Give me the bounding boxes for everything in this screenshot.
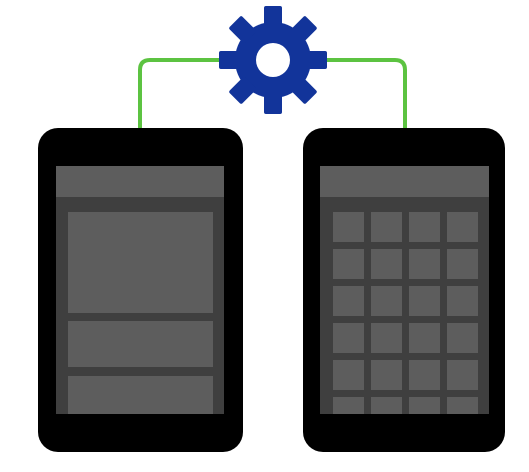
grid-tile bbox=[371, 212, 402, 242]
gear-tooth bbox=[290, 16, 317, 43]
device-left-header-bar bbox=[56, 166, 224, 197]
grid-tile bbox=[447, 286, 478, 316]
grid-tile bbox=[371, 286, 402, 316]
device-right-tile-grid bbox=[333, 212, 478, 414]
device-left-content-block bbox=[68, 376, 213, 414]
grid-tile bbox=[409, 286, 440, 316]
gear-tooth bbox=[229, 16, 256, 43]
grid-tile bbox=[409, 212, 440, 242]
grid-tile bbox=[447, 360, 478, 390]
gear-icon bbox=[219, 6, 327, 114]
grid-tile bbox=[333, 397, 364, 414]
grid-tile bbox=[371, 249, 402, 279]
gear-tooth bbox=[264, 92, 282, 114]
grid-tile bbox=[447, 397, 478, 414]
gear-tooth bbox=[264, 6, 282, 28]
connector-line-right bbox=[314, 58, 407, 132]
grid-tile bbox=[371, 323, 402, 353]
device-right-header-bar bbox=[320, 166, 489, 197]
grid-tile bbox=[333, 212, 364, 242]
grid-tile bbox=[333, 323, 364, 353]
grid-tile bbox=[333, 360, 364, 390]
grid-tile bbox=[447, 212, 478, 242]
connector-line-left bbox=[138, 58, 234, 132]
gear-tooth bbox=[290, 77, 317, 104]
grid-tile bbox=[333, 286, 364, 316]
grid-tile bbox=[447, 323, 478, 353]
grid-tile bbox=[371, 397, 402, 414]
grid-tile bbox=[409, 323, 440, 353]
gear-tooth bbox=[229, 77, 256, 104]
gear-tooth bbox=[305, 51, 327, 69]
grid-tile bbox=[333, 249, 364, 279]
device-left-content-block bbox=[68, 212, 213, 313]
grid-tile bbox=[409, 360, 440, 390]
grid-tile bbox=[447, 249, 478, 279]
gear-hole bbox=[256, 43, 290, 77]
grid-tile bbox=[371, 360, 402, 390]
device-left bbox=[38, 128, 243, 452]
gear-tooth bbox=[219, 51, 241, 69]
device-right bbox=[303, 128, 505, 452]
device-left-content-block bbox=[68, 321, 213, 367]
grid-tile bbox=[409, 397, 440, 414]
grid-tile bbox=[409, 249, 440, 279]
